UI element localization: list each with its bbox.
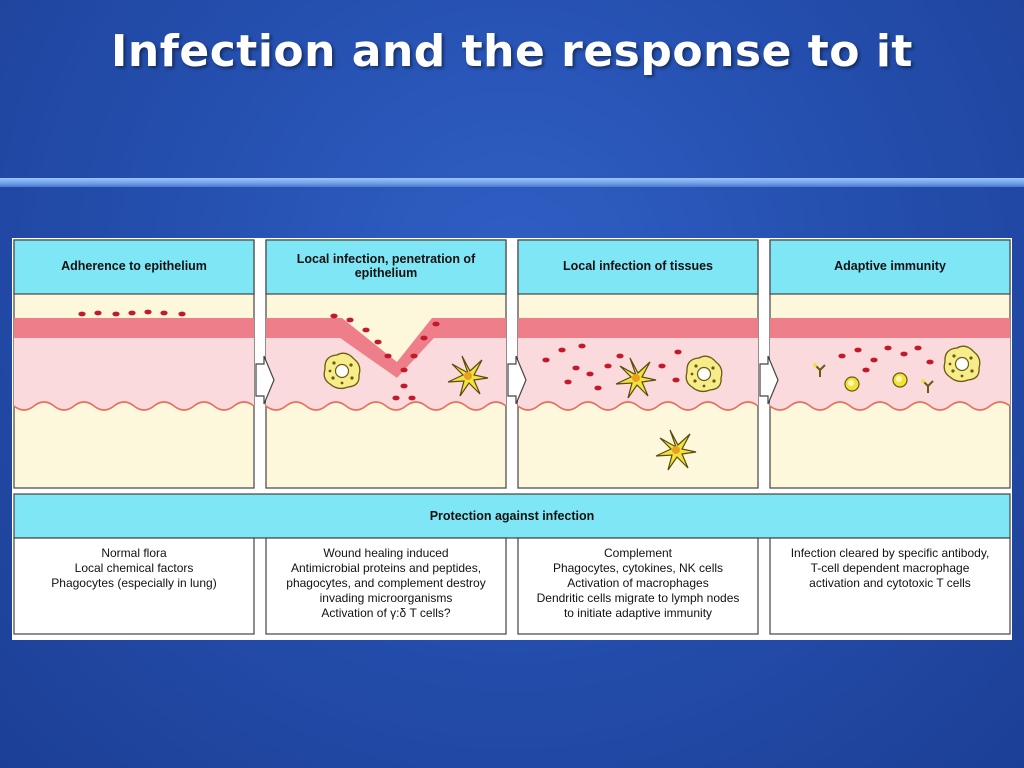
protection-line: Phagocytes, cytokines, NK cells xyxy=(552,561,724,575)
protection-line: to initiate adaptive immunity xyxy=(563,606,713,620)
protection-line: Activation of macrophages xyxy=(567,576,709,590)
protection-1: Normal flora Local chemical factors Phag… xyxy=(14,544,254,636)
protection-line: phagocytes, and complement destroy xyxy=(286,576,486,590)
protection-line: T-cell dependent macrophage xyxy=(810,561,970,575)
title-divider xyxy=(0,178,1024,187)
protection-line: Normal flora xyxy=(101,546,167,560)
flow-arrow-1 xyxy=(255,355,275,405)
protection-header: Protection against infection xyxy=(429,509,595,523)
protection-line: activation and cytotoxic T cells xyxy=(809,576,971,590)
panel-1 xyxy=(13,239,255,489)
stage-2-title: Local infection, penetration of epitheli… xyxy=(296,252,476,280)
protection-line: Complement xyxy=(603,546,673,560)
panel-4 xyxy=(769,239,1011,489)
stage-4-title: Adaptive immunity xyxy=(834,259,946,273)
protection-line: Infection cleared by specific antibody, xyxy=(790,546,990,560)
panel-2 xyxy=(265,239,507,489)
panel-3 xyxy=(517,239,759,489)
protection-line: Phagocytes (especially in lung) xyxy=(51,576,217,590)
protection-line: invading microorganisms xyxy=(319,591,453,605)
protection-line: Activation of γ:δ T cells? xyxy=(321,606,451,620)
stage-1-title: Adherence to epithelium xyxy=(61,259,207,273)
protection-2: Wound healing induced Antimicrobial prot… xyxy=(266,544,506,636)
protection-line: Antimicrobial proteins and peptides, xyxy=(290,561,482,575)
slide-title: Infection and the response to it xyxy=(111,26,913,77)
flow-arrow-3 xyxy=(759,355,779,405)
protection-line: Wound healing induced xyxy=(323,546,449,560)
protection-4: Infection cleared by specific antibody, … xyxy=(770,544,1010,636)
flow-arrow-2 xyxy=(507,355,527,405)
protection-band xyxy=(13,493,1011,539)
diagram-graphics xyxy=(13,239,1011,635)
protection-3: Complement Phagocytes, cytokines, NK cel… xyxy=(518,544,758,636)
protection-line: Local chemical factors xyxy=(74,561,194,575)
protection-line: Dendritic cells migrate to lymph nodes xyxy=(536,591,740,605)
stage-3-title: Local infection of tissues xyxy=(562,259,714,273)
infection-diagram: Adherence to epithelium Local infection,… xyxy=(12,238,1012,640)
